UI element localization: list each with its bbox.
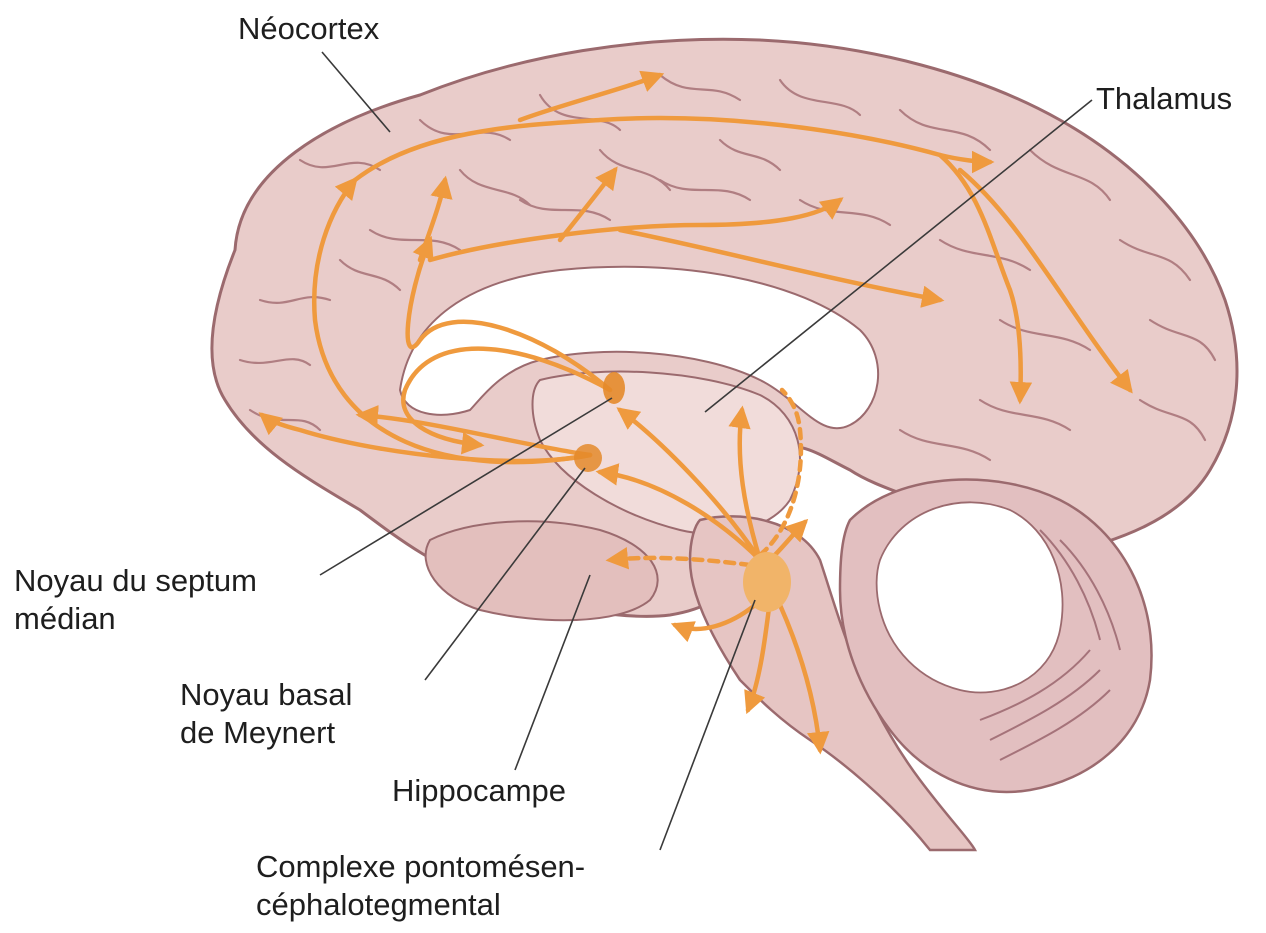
- label-septum-line-1: Noyau du septum: [14, 562, 257, 600]
- septal-nucleus: [603, 372, 625, 404]
- label-complexe-line-1: Complexe pontomésen-: [256, 848, 585, 886]
- label-meynert-line-1: Noyau basal: [180, 676, 352, 714]
- pontomesencephalic-complex: [743, 552, 791, 612]
- label-septum-line-2: médian: [14, 600, 257, 638]
- label-complexe-line-2: céphalotegmental: [256, 886, 585, 924]
- label-hippocampe: Hippocampe: [392, 772, 566, 810]
- label-meynert-line-2: de Meynert: [180, 714, 352, 752]
- label-neocortex: Néocortex: [238, 10, 379, 48]
- leader-complexe: [660, 600, 755, 850]
- label-complexe: Complexe pontomésen- céphalotegmental: [256, 848, 585, 924]
- basal-nucleus-meynert: [574, 444, 602, 472]
- label-thalamus: Thalamus: [1096, 80, 1232, 118]
- label-septum: Noyau du septum médian: [14, 562, 257, 638]
- label-meynert: Noyau basal de Meynert: [180, 676, 352, 752]
